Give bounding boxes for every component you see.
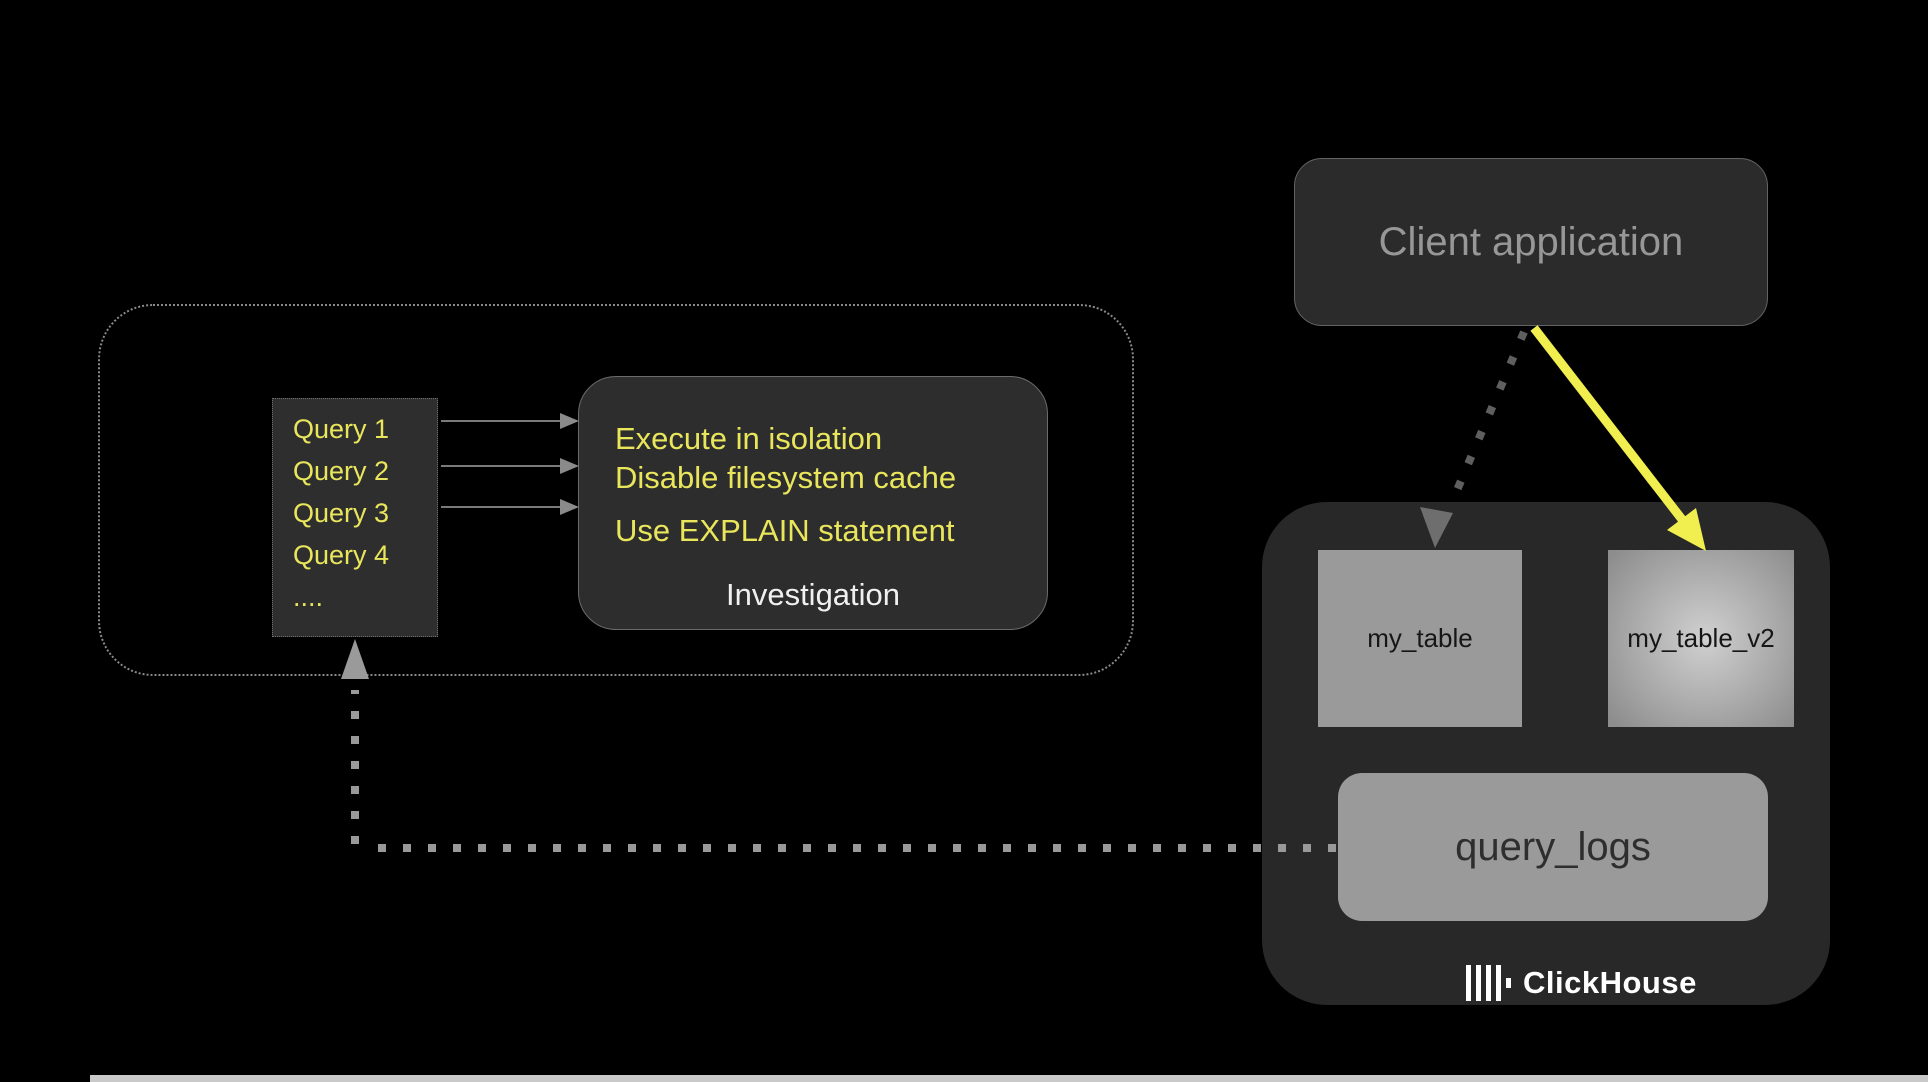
yellow-arrow-line (1530, 325, 1688, 525)
investigation-tip: Use EXPLAIN statement (615, 513, 955, 548)
client-to-mytable-line (1448, 330, 1528, 504)
query-item-ellipsis: .... (293, 582, 324, 612)
query-item: Query 2 (293, 456, 390, 486)
clickhouse-container: my_table my_table_v2 query_logs ClickHou… (1262, 502, 1830, 1005)
clickhouse-brand: ClickHouse (1466, 963, 1697, 1003)
query-logs-box: query_logs (1338, 773, 1768, 921)
query-item: Query 3 (293, 498, 390, 528)
investigation-tip: Execute in isolation (615, 421, 883, 456)
client-application-label: Client application (1378, 219, 1684, 264)
query-list-box: Query 1 Query 2 Query 3 Query 4 .... (272, 398, 438, 637)
my-table-box: my_table (1318, 550, 1522, 727)
client-application-box: Client application (1294, 158, 1768, 326)
clickhouse-logo-icon (1466, 965, 1511, 1001)
bottom-edge-strip (90, 1075, 1928, 1082)
investigation-tip: Disable filesystem cache (615, 460, 957, 495)
query-item: Query 1 (293, 414, 390, 444)
my-table-v2-box: my_table_v2 (1608, 550, 1794, 727)
investigation-label: Investigation (725, 577, 901, 612)
investigation-group-outline (98, 304, 1134, 676)
query-item: Query 4 (293, 540, 390, 570)
clickhouse-brand-text: ClickHouse (1523, 965, 1697, 1000)
investigation-box: Execute in isolation Disable filesystem … (578, 376, 1048, 630)
